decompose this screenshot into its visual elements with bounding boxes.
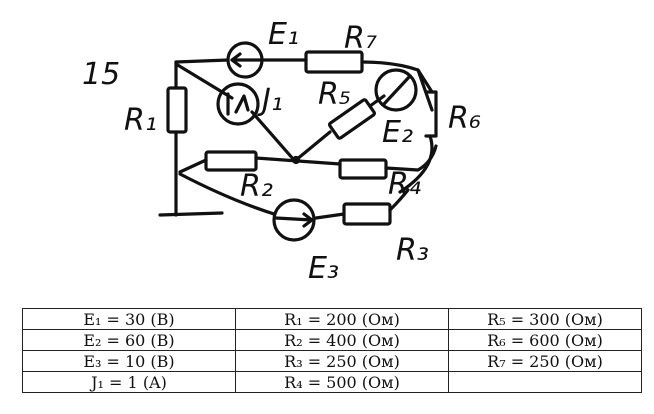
wire-right-upper (416, 68, 434, 112)
table-cell: R₂ = 400 (Ом) (235, 329, 449, 351)
wire-diagonal-r5-low (294, 130, 332, 162)
wire-mid-left (178, 158, 208, 174)
wire-bottom-mid (314, 212, 346, 220)
node-center (291, 155, 301, 165)
wire-diagonal-j1-low (250, 110, 296, 162)
resistor-r6 (424, 90, 438, 138)
label-r1: R₁ (124, 103, 157, 138)
source-e3 (272, 198, 316, 242)
table-cell: R₁ = 200 (Ом) (235, 308, 449, 330)
label-r7: R₇ (344, 21, 377, 56)
wire-right-r6 (416, 68, 434, 94)
label-r4: R₄ (388, 167, 421, 202)
table-row: E₃ = 10 (B) R₃ = 250 (Ом) R₇ = 250 (Ом) (22, 350, 642, 372)
label-r6: R₆ (448, 101, 481, 136)
table-cell: R₃ = 250 (Ом) (235, 350, 449, 372)
table-cell: R₄ = 500 (Ом) (235, 371, 449, 393)
parameter-table: E₁ = 30 (B) R₁ = 200 (Ом) R₅ = 300 (Ом) … (22, 308, 642, 393)
label-r3: R₃ (396, 233, 429, 268)
table-cell: E₃ = 10 (B) (22, 350, 236, 372)
label-j1: J₁ (257, 83, 283, 118)
label-e2: E₂ (382, 115, 413, 150)
table-row: E₂ = 60 (B) R₂ = 400 (Ом) R₆ = 600 (Ом) (22, 329, 642, 351)
wire-bottom-left (178, 172, 276, 216)
label-e1: E₁ (268, 17, 299, 52)
table-row: E₁ = 30 (B) R₁ = 200 (Ом) R₅ = 300 (Ом) (22, 308, 642, 330)
wire-top-right (360, 60, 420, 72)
wire-ground (158, 211, 224, 217)
resistor-r3 (342, 202, 392, 226)
source-e2 (374, 68, 418, 112)
label-r5: R₅ (318, 77, 351, 112)
resistor-r4 (338, 158, 388, 180)
wire-bottom-right (388, 188, 410, 212)
table-row: J₁ = 1 (A) R₄ = 500 (Ом) (22, 371, 642, 393)
source-j1 (216, 82, 260, 126)
source-e1-arrow (230, 52, 264, 68)
resistor-r1 (166, 86, 188, 134)
source-j1-arrows (226, 92, 250, 116)
resistor-r5 (328, 98, 376, 140)
source-e3-arrow (274, 212, 314, 228)
label-e3: E₃ (308, 251, 339, 286)
table-cell: E₂ = 60 (B) (22, 329, 236, 351)
resistor-r2 (204, 150, 258, 172)
wire-diagonal-r5-up (368, 94, 386, 108)
wire-right-lower (398, 134, 434, 194)
table-cell: E₁ = 30 (B) (22, 308, 236, 330)
label-r2: R₂ (240, 169, 273, 204)
circuit-diagram: 15 E₁ R₇ R₁ J₁ R₅ E₂ R₆ R₂ R₄ R₃ E₃ (82, 17, 481, 286)
table-cell: R₆ = 600 (Ом) (448, 329, 642, 351)
table-cell: R₅ = 300 (Ом) (448, 308, 642, 330)
wire-top-left (174, 58, 230, 64)
table-cell: J₁ = 1 (A) (22, 371, 236, 393)
table-cell (448, 371, 642, 393)
table-cell: R₇ = 250 (Ом) (448, 350, 642, 372)
source-e2-arrow (382, 74, 412, 106)
wire-mid-right (384, 144, 438, 172)
resistor-r7 (304, 50, 364, 74)
variant-number: 15 (82, 57, 120, 92)
